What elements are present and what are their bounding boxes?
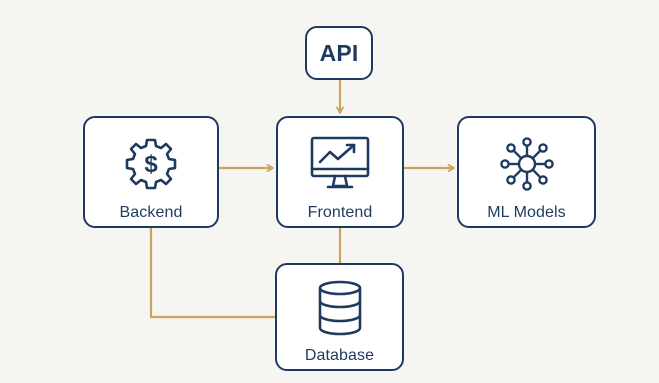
frontend-node[interactable]: Frontend bbox=[276, 116, 404, 228]
connector-backend-to-database bbox=[149, 228, 275, 319]
backend-label: Backend bbox=[119, 204, 183, 221]
database-node[interactable]: Database bbox=[275, 263, 404, 371]
backend-node[interactable]: $ Backend bbox=[83, 116, 219, 228]
network-hub-icon bbox=[459, 134, 594, 194]
frontend-label: Frontend bbox=[307, 204, 373, 221]
svg-text:$: $ bbox=[144, 151, 158, 178]
ml-models-label: ML Models bbox=[487, 204, 566, 221]
api-label: API bbox=[319, 39, 359, 66]
api-node[interactable]: API bbox=[305, 26, 373, 80]
database-label: Database bbox=[304, 347, 375, 364]
database-cylinder-icon bbox=[277, 278, 402, 338]
dollar-gear-icon: $ bbox=[85, 134, 217, 194]
monitor-trend-chart-icon bbox=[278, 134, 402, 194]
ml-models-node[interactable]: ML Models bbox=[457, 116, 596, 228]
